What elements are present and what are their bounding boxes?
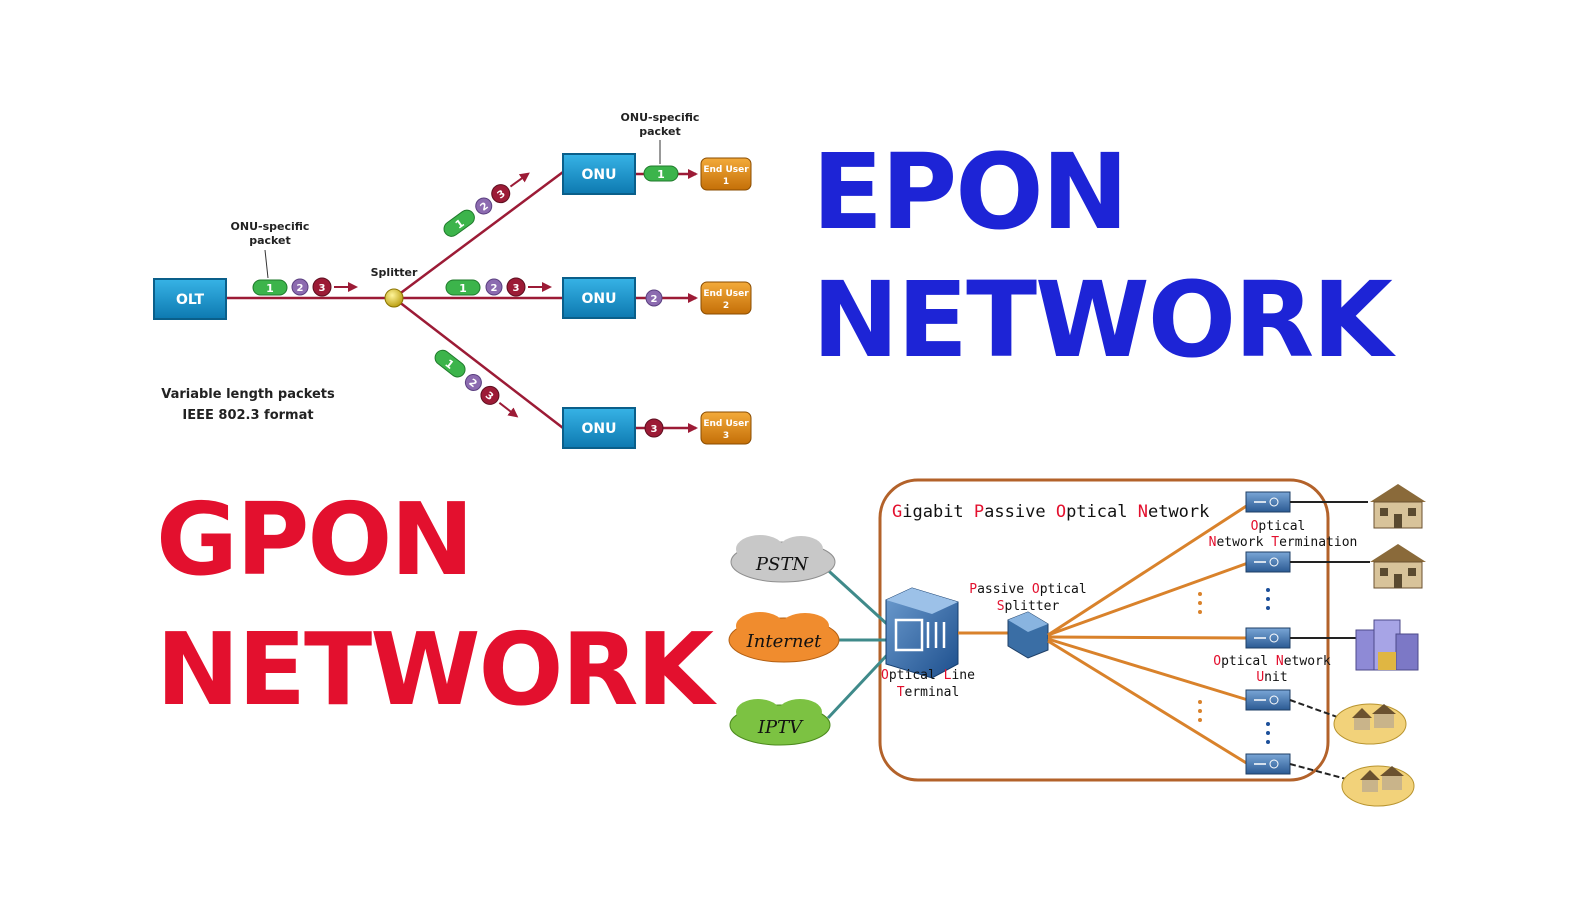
onu-label-3: ONU — [582, 421, 617, 437]
office-building-icon — [1355, 619, 1419, 671]
packet-arrow — [509, 172, 530, 188]
gpon-title: Gigabit Passive Optical Network — [892, 502, 1209, 522]
splitter-label: Splitter — [371, 266, 418, 279]
packet-2 — [485, 278, 503, 296]
olt-box — [153, 278, 227, 320]
cloud-iptv-label: IPTV — [757, 717, 804, 738]
neighborhood-icon — [1333, 703, 1407, 745]
onu3-packet — [644, 418, 664, 438]
gpon-diagram: Gigabit Passive Optical Network PSTN Int… — [728, 478, 1426, 807]
packet-1 — [443, 209, 475, 237]
onu-specific-label-2b: packet — [639, 125, 681, 138]
olt-device-icon — [885, 587, 959, 679]
epon-caption-line-1: Variable length packets — [161, 387, 335, 402]
epon-title-line-2: NETWORK — [812, 259, 1393, 381]
olt-label-line-2: Terminal — [897, 685, 960, 700]
end-user-box-2 — [700, 281, 752, 315]
epon-diagram: OLT 1 2 3 ONU-specific packet Splitter 1… — [153, 111, 752, 449]
onu-box-1 — [562, 153, 636, 195]
end-user-box-1 — [700, 157, 752, 191]
gpon-network-title: GPON NETWORK — [156, 481, 714, 750]
cloud-internet: Internet — [728, 612, 840, 663]
packet-1 — [252, 279, 288, 296]
onu-label-line-2: Unit — [1256, 670, 1287, 685]
end-user-number-3: 3 — [723, 431, 729, 441]
splitter-label-line-1: Passive Optical — [969, 582, 1086, 597]
onu-label-1: ONU — [582, 167, 617, 183]
onu3-packet-label: 3 — [651, 424, 658, 435]
end-user-label-1: End User — [703, 165, 749, 175]
dotted-ellipsis — [1198, 592, 1202, 722]
packet-2-label: 2 — [491, 283, 498, 294]
gpon-title-line-1: GPON — [156, 481, 474, 598]
packet-1-label: 1 — [459, 282, 467, 295]
onu-label-line-1: Optical Network — [1213, 654, 1331, 669]
neighborhood-icon — [1341, 765, 1415, 807]
end-user-label-2: End User — [703, 289, 749, 299]
splitter-node — [384, 288, 404, 308]
packet-1 — [445, 279, 481, 296]
onu-specific-label-1b: packet — [249, 234, 291, 247]
fiber-splitter-onu3 — [393, 297, 564, 429]
link-iptv-olt — [826, 652, 890, 720]
packet-1 — [434, 349, 466, 378]
end-user-label-3: End User — [703, 419, 749, 429]
splitter-label-line-2: Splitter — [997, 599, 1060, 614]
house-icon — [1370, 484, 1426, 529]
onu-specific-label-1a: ONU-specific — [231, 220, 310, 233]
onu-box-2 — [562, 277, 636, 319]
dotted-ellipsis-blue — [1266, 588, 1270, 744]
packet-3 — [506, 277, 526, 297]
onu-specific-pointer-1 — [264, 249, 269, 279]
epon-caption-line-2: IEEE 802.3 format — [182, 408, 313, 423]
end-user-number-2: 2 — [723, 301, 729, 311]
cloud-pstn: PSTN — [730, 535, 836, 583]
fiber-splitter-onu1 — [393, 170, 564, 300]
olt-label: OLT — [176, 292, 205, 308]
link-pstn-olt — [818, 561, 890, 627]
onu1-packet-label: 1 — [657, 168, 665, 181]
end-user-box-3 — [700, 411, 752, 445]
cloud-pstn-label: PSTN — [755, 554, 809, 575]
fibers-splitter-onus — [1047, 503, 1249, 766]
premise-links — [1289, 501, 1370, 781]
onu2-packet — [645, 289, 663, 307]
onu-label-2: ONU — [582, 291, 617, 307]
house-icon — [1370, 544, 1426, 589]
packet-2 — [291, 278, 309, 296]
cloud-internet-label: Internet — [746, 631, 822, 652]
packet-2 — [464, 373, 482, 391]
packet-group-middle: 1 2 3 — [445, 277, 552, 297]
onu1-packet — [643, 165, 679, 182]
packet-2 — [475, 197, 493, 215]
packet-3-label: 3 — [319, 283, 326, 294]
packet-group-main: 1 2 3 — [252, 277, 358, 297]
olt-label-line-1: Optical Line — [881, 668, 975, 683]
packet-3 — [480, 385, 500, 405]
packet-3 — [491, 184, 511, 204]
cloud-iptv: IPTV — [729, 699, 831, 746]
ont-label-line-2: Network Termination — [1209, 535, 1358, 550]
onu-specific-label-2a: ONU-specific — [621, 111, 700, 124]
onu-box-3 — [562, 407, 636, 449]
packet-group-upper: 1 2 3 — [443, 172, 530, 237]
gpon-title-line-2: NETWORK — [156, 611, 714, 728]
gpon-border — [878, 478, 1330, 782]
packet-arrow — [498, 401, 519, 418]
packet-group-lower: 1 2 3 — [434, 349, 519, 418]
epon-network-title: EPON NETWORK — [812, 131, 1393, 396]
ont-label-line-1: Optical — [1251, 519, 1306, 534]
packet-3-label: 3 — [513, 283, 520, 294]
packet-1-label: 1 — [266, 282, 274, 295]
epon-title-line-1: EPON — [812, 131, 1129, 253]
packet-3 — [312, 277, 332, 297]
end-user-number-1: 1 — [723, 177, 729, 187]
onu2-packet-label: 2 — [651, 294, 658, 305]
packet-2-label: 2 — [297, 283, 304, 294]
splitter-device-icon — [1007, 611, 1049, 659]
